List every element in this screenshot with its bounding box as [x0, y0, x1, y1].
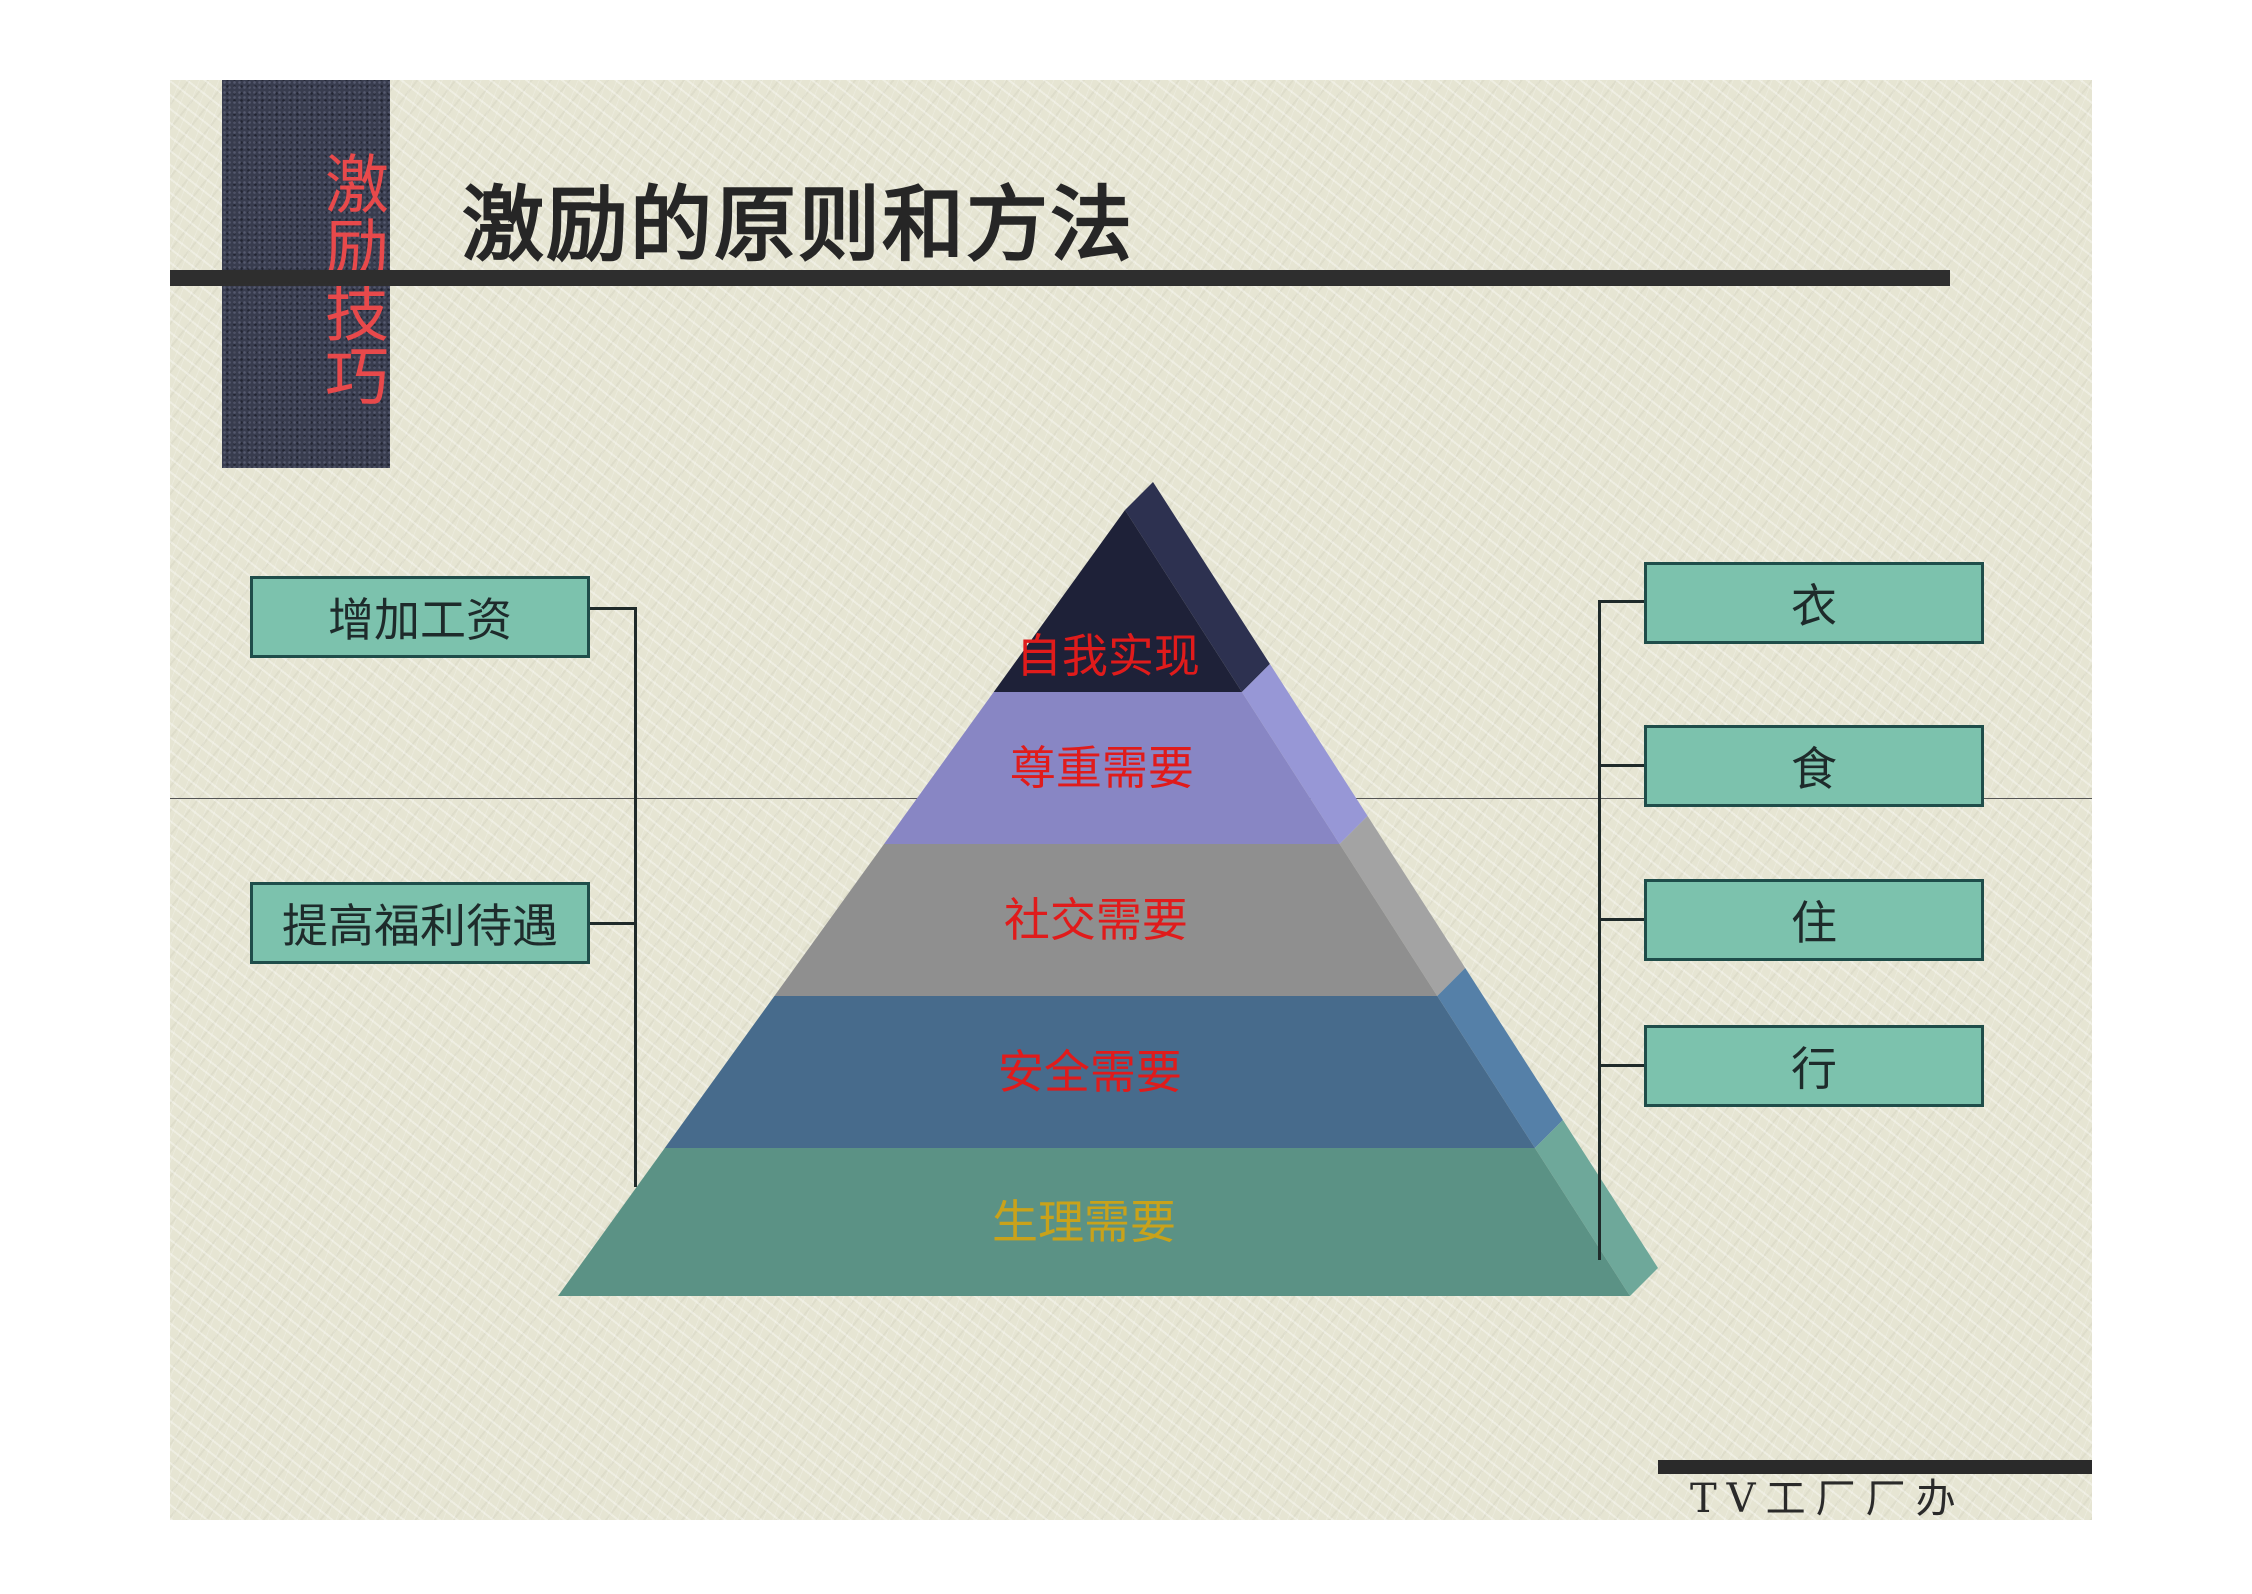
title-rule	[170, 270, 1950, 286]
pyramid-tier-side	[1437, 968, 1563, 1148]
pyramid-tier-side	[1125, 482, 1270, 692]
pyramid-tier-side	[1339, 816, 1466, 996]
left-box-raise-salary: 增加工资	[250, 576, 590, 658]
pyramid-tier-label: 自我实现	[1016, 629, 1200, 683]
pyramid-tier-label: 社交需要	[1004, 893, 1188, 947]
pyramid-tier	[774, 844, 1438, 996]
footer-rule	[1658, 1460, 2092, 1474]
connector-line	[1598, 918, 1644, 921]
footer-text: TV工厂厂办	[1690, 1476, 1966, 1520]
left-box-label: 增加工资	[328, 593, 512, 647]
right-box-label: 行	[1791, 1042, 1837, 1096]
connector-line	[1598, 1064, 1644, 1067]
right-bracket-line	[1598, 600, 1601, 1260]
pyramid-tier	[993, 510, 1242, 692]
pyramid-tier-label: 安全需要	[998, 1045, 1182, 1099]
pyramid-tier	[558, 1148, 1630, 1296]
right-box-label: 住	[1791, 896, 1837, 950]
pyramid-tier-label: 尊重需要	[1010, 741, 1194, 795]
pyramid-tier	[664, 996, 1535, 1148]
pyramid-tier-label: 生理需要	[992, 1195, 1176, 1249]
connector-line	[590, 922, 636, 925]
left-bracket-line	[634, 607, 637, 1187]
page-title: 激励的原则和方法	[462, 177, 1135, 273]
pyramid-tier-side	[1241, 664, 1368, 844]
slide: 激励技巧 激励的原则和方法 增加工资 提高福利待遇 自我实现尊重需要社交需要安全…	[170, 80, 2092, 1520]
right-box-housing: 住	[1644, 879, 1984, 961]
connector-line	[1598, 600, 1644, 603]
connector-line	[590, 607, 636, 610]
pyramid-tier-side	[1534, 1120, 1658, 1296]
pyramid-tier	[884, 692, 1340, 844]
left-box-label: 提高福利待遇	[282, 899, 558, 953]
left-box-improve-benefits: 提高福利待遇	[250, 882, 590, 964]
right-box-label: 衣	[1791, 579, 1837, 633]
right-box-food: 食	[1644, 725, 1984, 807]
right-box-transport: 行	[1644, 1025, 1984, 1107]
connector-line	[1598, 764, 1644, 767]
right-box-label: 食	[1791, 742, 1837, 796]
right-box-clothing: 衣	[1644, 562, 1984, 644]
